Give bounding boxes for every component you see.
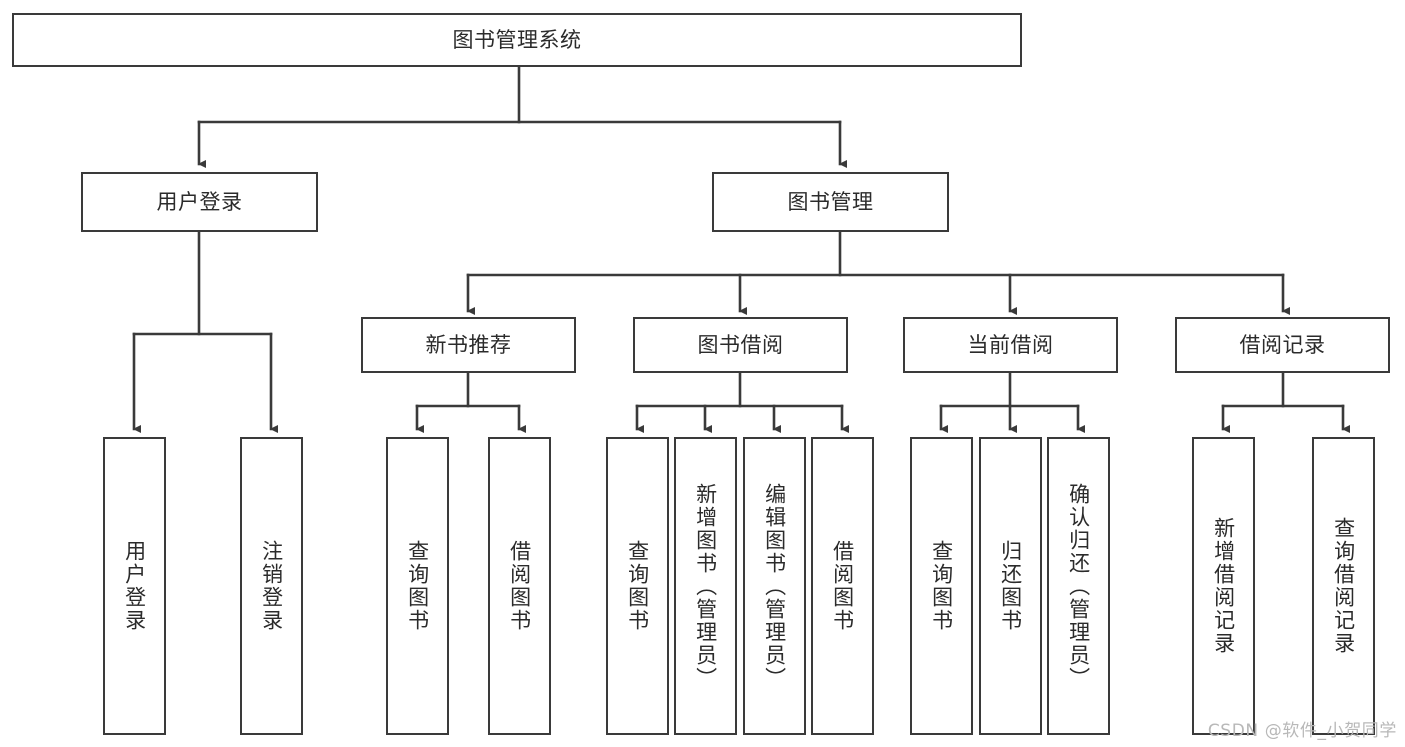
node-leaf-add-record[interactable]: 新增借阅记录: [1192, 437, 1255, 735]
node-leaf-borrow-book-2[interactable]: 借阅图书: [811, 437, 874, 735]
node-root[interactable]: 图书管理系统: [12, 13, 1022, 67]
node-leaf-borrow-book-1[interactable]: 借阅图书: [488, 437, 551, 735]
node-leaf-borrow-book-2-label: 借阅图书: [830, 540, 855, 632]
node-new-book-recommend-label: 新书推荐: [425, 332, 512, 357]
node-leaf-confirm-return-label: 确认归还（管理员）: [1066, 482, 1091, 690]
node-leaf-user-logout-label: 注销登录: [259, 540, 284, 632]
node-root-label: 图书管理系统: [452, 27, 582, 52]
node-leaf-add-book-label: 新增图书（管理员）: [693, 482, 718, 690]
node-borrow-record-label: 借阅记录: [1239, 332, 1326, 357]
node-leaf-user-login[interactable]: 用户登录: [103, 437, 166, 735]
node-leaf-return-book[interactable]: 归还图书: [979, 437, 1042, 735]
node-book-manage[interactable]: 图书管理: [712, 172, 949, 232]
node-leaf-edit-book[interactable]: 编辑图书（管理员）: [743, 437, 806, 735]
node-user-login-label: 用户登录: [156, 189, 243, 214]
node-leaf-query-record[interactable]: 查询借阅记录: [1312, 437, 1375, 735]
node-leaf-return-book-label: 归还图书: [998, 540, 1023, 632]
node-leaf-query-record-label: 查询借阅记录: [1331, 517, 1356, 655]
node-borrow-record[interactable]: 借阅记录: [1175, 317, 1390, 373]
node-leaf-query-book-1-label: 查询图书: [405, 540, 430, 632]
node-leaf-edit-book-label: 编辑图书（管理员）: [762, 482, 787, 690]
node-leaf-query-book-3-label: 查询图书: [929, 540, 954, 632]
node-leaf-query-book-1[interactable]: 查询图书: [386, 437, 449, 735]
node-user-login[interactable]: 用户登录: [81, 172, 318, 232]
node-leaf-query-book-2-label: 查询图书: [625, 540, 650, 632]
node-new-book-recommend[interactable]: 新书推荐: [361, 317, 576, 373]
node-current-borrow-label: 当前借阅: [967, 332, 1054, 357]
node-leaf-query-book-2[interactable]: 查询图书: [606, 437, 669, 735]
node-leaf-confirm-return[interactable]: 确认归还（管理员）: [1047, 437, 1110, 735]
node-leaf-query-book-3[interactable]: 查询图书: [910, 437, 973, 735]
node-book-borrow-label: 图书借阅: [697, 332, 784, 357]
node-book-borrow[interactable]: 图书借阅: [633, 317, 848, 373]
node-leaf-user-login-label: 用户登录: [122, 540, 147, 632]
node-leaf-user-logout[interactable]: 注销登录: [240, 437, 303, 735]
node-leaf-borrow-book-1-label: 借阅图书: [507, 540, 532, 632]
node-book-manage-label: 图书管理: [787, 189, 874, 214]
csdn-watermark: CSDN @软件_小贺同学: [1207, 721, 1397, 741]
node-current-borrow[interactable]: 当前借阅: [903, 317, 1118, 373]
node-leaf-add-book[interactable]: 新增图书（管理员）: [674, 437, 737, 735]
node-leaf-add-record-label: 新增借阅记录: [1211, 517, 1236, 655]
